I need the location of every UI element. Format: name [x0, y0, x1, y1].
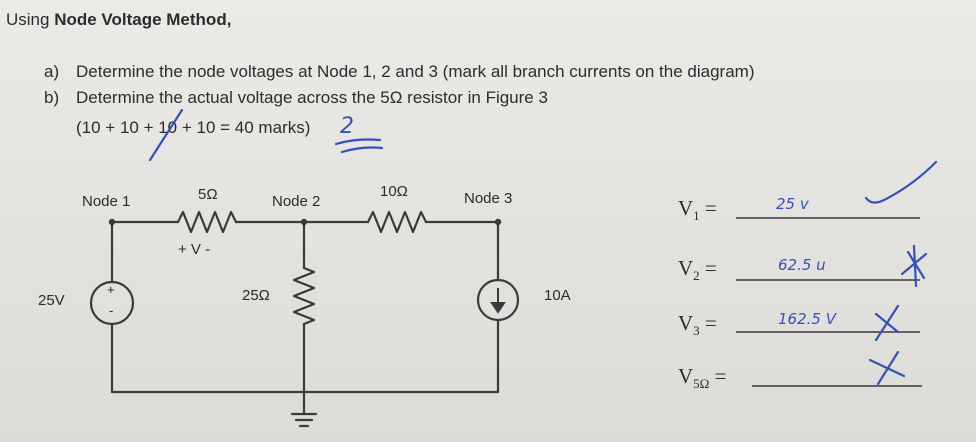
v2-equals: =: [699, 256, 717, 280]
pen-stroke: [148, 108, 184, 162]
resistor-10-label: 10Ω: [380, 183, 408, 200]
page-title: Using Node Voltage Method,: [6, 10, 231, 30]
current-source-label: 10A: [544, 287, 571, 304]
node3-label: Node 3: [464, 190, 513, 207]
v1-subscript: 1: [693, 208, 700, 224]
answer-v1-value: 25 v: [776, 195, 809, 213]
question-b-text: Determine the actual voltage across the …: [76, 88, 548, 107]
resistor-25-label: 25Ω: [242, 287, 270, 304]
source-plus-sign: +: [107, 282, 115, 297]
v5-subscript: 5Ω: [693, 376, 710, 392]
check-mark-icon: [864, 160, 938, 204]
pen-stroke: [334, 138, 384, 154]
v2-subscript: 2: [693, 268, 700, 284]
source-minus-sign: -: [109, 303, 114, 318]
node1-label: Node 1: [82, 193, 131, 210]
v3-equals: =: [699, 311, 717, 335]
answer-v1-label: V1 =: [678, 196, 717, 224]
question-a-label: a): [44, 62, 60, 81]
resistor-5-label: 5Ω: [198, 186, 218, 203]
answer-lines: [736, 217, 922, 387]
answer-v5ohm-label: V5Ω =: [678, 364, 726, 392]
voltage-source-label: 25V: [38, 292, 65, 309]
v3-symbol: V: [678, 311, 694, 335]
v3-subscript: 3: [693, 323, 700, 339]
handwritten-grade: 2: [340, 114, 354, 139]
node-dot-1: [108, 218, 116, 226]
node-dot-2: [300, 218, 308, 226]
title-bold: Node Voltage Method,: [54, 10, 232, 29]
v5-symbol: V: [678, 364, 694, 388]
question-b-label: b): [44, 88, 60, 107]
cross-mark-icon: [900, 244, 928, 288]
title-prefix: Using: [6, 10, 55, 29]
v1-equals: =: [699, 196, 717, 220]
answer-v2-value: 62.5 u: [778, 256, 826, 274]
node2-label: Node 2: [272, 193, 321, 210]
resistor-25-ohm: [292, 266, 316, 326]
v2-symbol: V: [678, 256, 694, 280]
resistor-10-ohm: [366, 210, 428, 234]
node-dot-3: [494, 218, 502, 226]
answer-v3-label: V3 =: [678, 311, 717, 339]
resistor-5-ohm: [176, 210, 238, 234]
answer-v3-value: 162.5 V: [778, 310, 836, 328]
v5-equals: =: [709, 364, 727, 388]
question-a-text: Determine the node voltages at Node 1, 2…: [76, 62, 755, 81]
answer-v2-label: V2 =: [678, 256, 717, 284]
marks-breakdown: (10 + 10 + 10 + 10 = 40 marks): [76, 118, 311, 137]
cross-mark-icon: [874, 304, 900, 342]
cross-mark-icon: [868, 350, 906, 386]
v1-symbol: V: [678, 196, 694, 220]
current-arrow-icon: [490, 288, 506, 314]
polarity-label: + V -: [178, 241, 211, 258]
